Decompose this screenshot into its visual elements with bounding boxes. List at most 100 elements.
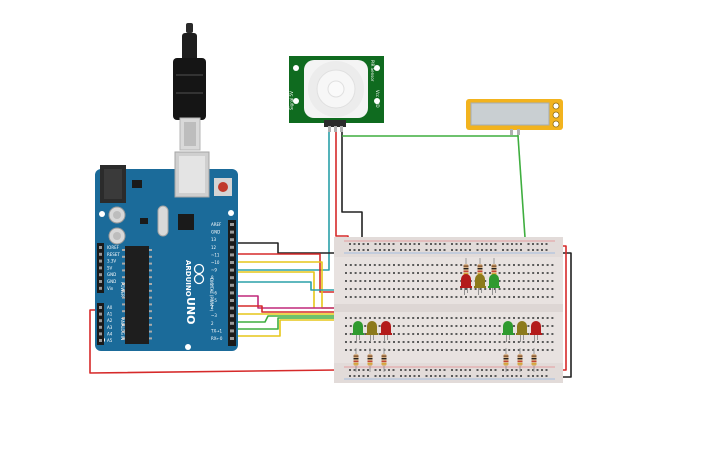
breadboard-hole[interactable] bbox=[367, 369, 369, 371]
breadboard-hole[interactable] bbox=[436, 333, 439, 335]
breadboard-hole[interactable] bbox=[450, 341, 453, 343]
breadboard-hole[interactable] bbox=[551, 349, 554, 351]
breadboard-hole[interactable] bbox=[407, 317, 410, 319]
breadboard-hole[interactable] bbox=[522, 296, 525, 298]
breadboard-hole[interactable] bbox=[364, 280, 367, 282]
breadboard-hole[interactable] bbox=[469, 249, 471, 251]
breadboard-hole[interactable] bbox=[537, 296, 539, 298]
breadboard-hole[interactable] bbox=[400, 375, 402, 377]
breadboard-hole[interactable] bbox=[383, 317, 386, 319]
breadboard-hole[interactable] bbox=[546, 280, 549, 282]
breadboard-hole[interactable] bbox=[551, 341, 554, 343]
breadboard-hole[interactable] bbox=[373, 264, 376, 266]
breadboard-hole[interactable] bbox=[469, 349, 472, 351]
breadboard-hole[interactable] bbox=[464, 375, 467, 377]
breadboard-hole[interactable] bbox=[545, 243, 548, 245]
breadboard-hole[interactable] bbox=[474, 288, 477, 290]
breadboard-hole[interactable] bbox=[450, 264, 453, 266]
breadboard-hole[interactable] bbox=[354, 280, 357, 282]
breadboard-hole[interactable] bbox=[388, 249, 390, 251]
breadboard-hole[interactable] bbox=[412, 280, 415, 282]
breadboard-hole[interactable] bbox=[378, 333, 381, 335]
breadboard-hole[interactable] bbox=[527, 280, 530, 282]
breadboard-hole[interactable] bbox=[358, 369, 360, 371]
breadboard-hole[interactable] bbox=[502, 375, 504, 377]
breadboard-hole[interactable] bbox=[369, 317, 371, 319]
breadboard-hole[interactable] bbox=[364, 333, 367, 335]
breadboard-hole[interactable] bbox=[551, 325, 554, 327]
breadboard-hole[interactable] bbox=[409, 375, 411, 377]
resistor[interactable] bbox=[503, 354, 509, 366]
breadboard-hole[interactable] bbox=[527, 349, 530, 351]
breadboard-hole[interactable] bbox=[445, 317, 448, 319]
led-red[interactable] bbox=[530, 321, 542, 342]
breadboard-hole[interactable] bbox=[506, 375, 509, 377]
breadboard-hole[interactable] bbox=[445, 272, 448, 274]
breadboard-hole[interactable] bbox=[537, 341, 539, 343]
breadboard-hole[interactable] bbox=[443, 369, 446, 371]
breadboard-hole[interactable] bbox=[532, 264, 535, 266]
breadboard-hole[interactable] bbox=[479, 341, 482, 343]
breadboard-hole[interactable] bbox=[541, 272, 544, 274]
breadboard-hole[interactable] bbox=[445, 288, 448, 290]
breadboard-hole[interactable] bbox=[443, 249, 446, 251]
breadboard-hole[interactable] bbox=[388, 369, 390, 371]
breadboard-hole[interactable] bbox=[465, 296, 467, 298]
breadboard-hole[interactable] bbox=[402, 280, 405, 282]
breadboard-hole[interactable] bbox=[503, 280, 506, 282]
breadboard-hole[interactable] bbox=[513, 317, 515, 319]
header-pin[interactable] bbox=[230, 230, 234, 234]
breadboard-hole[interactable] bbox=[513, 280, 515, 282]
breadboard-hole[interactable] bbox=[426, 333, 429, 335]
breadboard-hole[interactable] bbox=[441, 280, 443, 282]
breadboard-hole[interactable] bbox=[522, 272, 525, 274]
breadboard-hole[interactable] bbox=[436, 341, 439, 343]
breadboard-hole[interactable] bbox=[502, 249, 504, 251]
breadboard-hole[interactable] bbox=[532, 369, 534, 371]
breadboard-hole[interactable] bbox=[474, 333, 477, 335]
reset-button-icon[interactable] bbox=[214, 178, 232, 196]
breadboard-hole[interactable] bbox=[397, 272, 400, 274]
breadboard-hole[interactable] bbox=[369, 264, 371, 266]
breadboard-hole[interactable] bbox=[527, 317, 530, 319]
breadboard-hole[interactable] bbox=[413, 375, 416, 377]
breadboard-hole[interactable] bbox=[441, 325, 443, 327]
breadboard-hole[interactable] bbox=[511, 249, 513, 251]
breadboard-hole[interactable] bbox=[445, 296, 448, 298]
breadboard-hole[interactable] bbox=[490, 243, 492, 245]
header-pin[interactable] bbox=[99, 325, 102, 329]
breadboard-hole[interactable] bbox=[485, 375, 488, 377]
breadboard-hole[interactable] bbox=[397, 264, 400, 266]
breadboard-hole[interactable] bbox=[364, 341, 367, 343]
breadboard-hole[interactable] bbox=[421, 349, 424, 351]
breadboard-hole[interactable] bbox=[369, 341, 371, 343]
breadboard-hole[interactable] bbox=[532, 288, 535, 290]
breadboard-hole[interactable] bbox=[397, 288, 400, 290]
breadboard-hole[interactable] bbox=[364, 325, 367, 327]
breadboard-hole[interactable] bbox=[393, 296, 395, 298]
breadboard-hole[interactable] bbox=[527, 375, 530, 377]
breadboard-hole[interactable] bbox=[404, 375, 407, 377]
breadboard-hole[interactable] bbox=[545, 249, 548, 251]
breadboard-hole[interactable] bbox=[506, 249, 509, 251]
breadboard-hole[interactable] bbox=[436, 272, 439, 274]
breadboard-hole[interactable] bbox=[417, 272, 419, 274]
resistor[interactable] bbox=[353, 354, 359, 366]
breadboard-hole[interactable] bbox=[474, 272, 477, 274]
breadboard-hole[interactable] bbox=[388, 375, 390, 377]
breadboard-hole[interactable] bbox=[412, 264, 415, 266]
breadboard-hole[interactable] bbox=[522, 317, 525, 319]
breadboard-hole[interactable] bbox=[379, 243, 381, 245]
resistor[interactable] bbox=[463, 264, 469, 276]
breadboard-hole[interactable] bbox=[425, 249, 428, 251]
breadboard-hole[interactable] bbox=[421, 296, 424, 298]
breadboard-hole[interactable] bbox=[485, 249, 488, 251]
breadboard-hole[interactable] bbox=[364, 264, 367, 266]
breadboard-hole[interactable] bbox=[431, 264, 434, 266]
header-pin[interactable] bbox=[230, 337, 234, 340]
breadboard-hole[interactable] bbox=[412, 272, 415, 274]
breadboard-hole[interactable] bbox=[536, 369, 539, 371]
breadboard-hole[interactable] bbox=[400, 369, 402, 371]
breadboard-hole[interactable] bbox=[498, 317, 501, 319]
breadboard-hole[interactable] bbox=[378, 341, 381, 343]
